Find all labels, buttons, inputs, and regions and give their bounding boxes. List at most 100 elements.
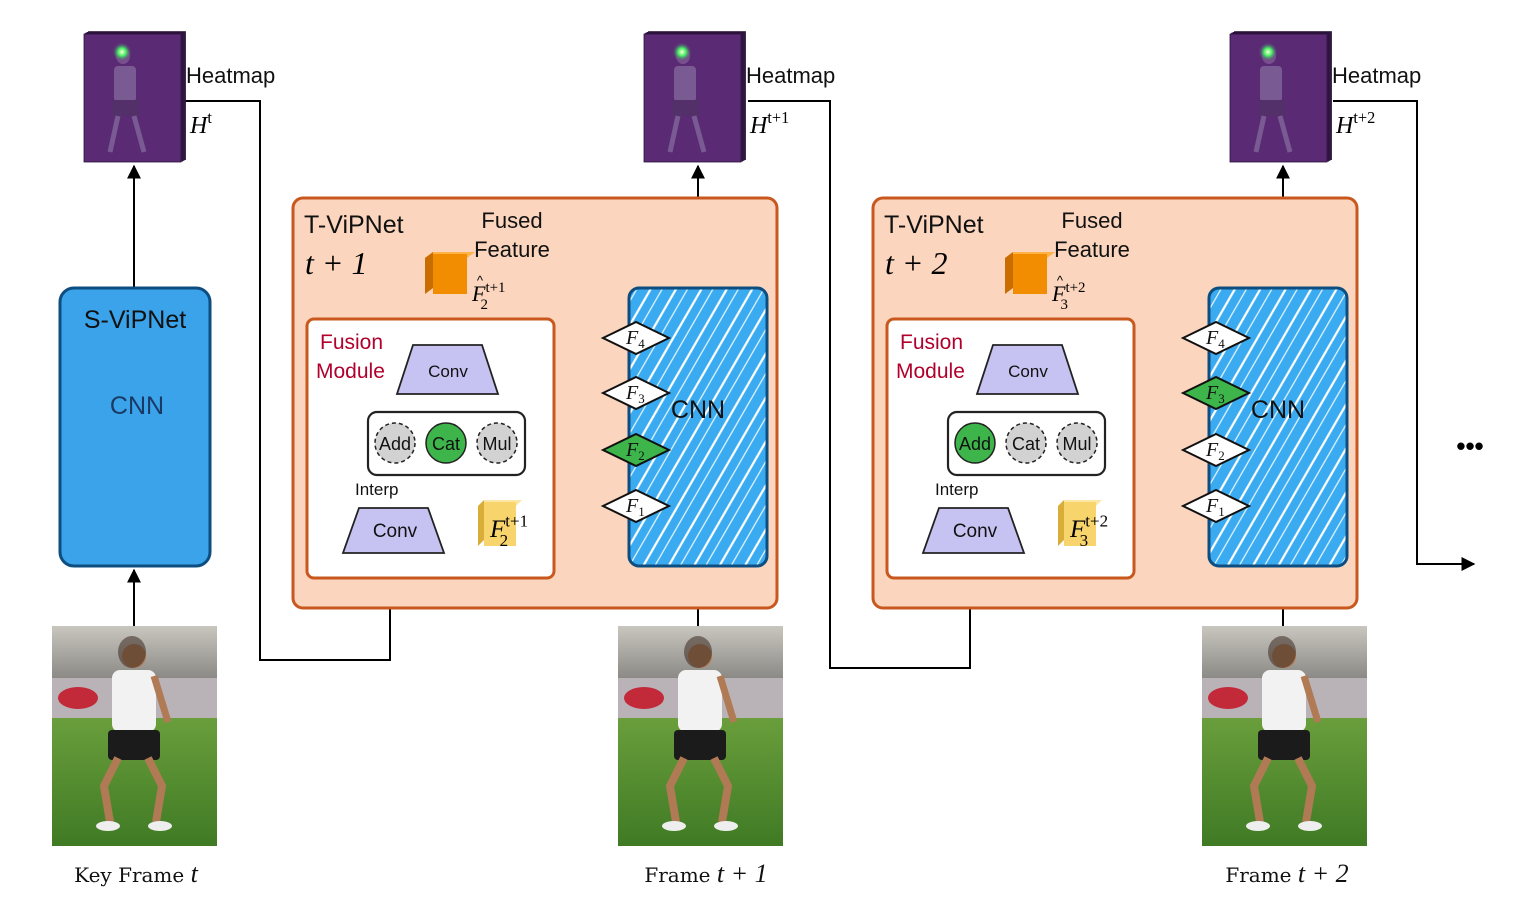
diamond-f4	[1180, 320, 1252, 356]
feature-cube-side	[1058, 500, 1064, 546]
fusion-module-label-line2: Module	[316, 360, 385, 383]
frame-person-shoe-right	[148, 821, 172, 831]
frame-person-leg-right	[1294, 756, 1317, 823]
heatmap0-to-conv-arrow	[181, 100, 397, 661]
frame-person-hair	[1268, 636, 1296, 668]
diamond-f4-label: F4	[625, 327, 645, 351]
diamond-f4-label: F4	[1205, 327, 1225, 351]
op-mul-label: Mul	[482, 434, 511, 454]
heatmap-peak	[1258, 42, 1278, 62]
frame-1: Frame t + 1	[618, 626, 783, 888]
svipnet-block: S-ViPNet CNN	[58, 286, 212, 568]
frame-caption: Key Frame t	[74, 859, 198, 888]
feature-level-f2: F2	[1180, 432, 1252, 468]
fused-label-line1: Fused	[1061, 208, 1122, 233]
fused-cube-side	[1005, 252, 1013, 294]
diamond-f2	[600, 432, 672, 468]
fused-cube-side	[425, 252, 433, 294]
diamond-f1-label: F1	[625, 495, 645, 519]
svipnet-box	[58, 286, 212, 568]
heatmap-label: Heatmap	[1332, 63, 1421, 88]
svipnet-title: S-ViPNet	[84, 306, 186, 334]
fused-label-line1: Fused	[481, 208, 542, 233]
cnn-column	[627, 286, 769, 568]
frame-person-leg-right	[710, 756, 733, 823]
feature-level-f1: F1	[600, 488, 672, 524]
heatmap2-out-arrow	[1333, 100, 1476, 571]
feature-level-f4: F4	[1180, 320, 1252, 356]
frame-person-leg-left	[99, 756, 122, 823]
feature-level-f2: F2	[600, 432, 672, 468]
conv-top	[975, 344, 1080, 395]
conv-bottom-label: Conv	[953, 521, 998, 542]
conv-bottom	[921, 507, 1026, 554]
frame-logo-shape	[624, 687, 664, 709]
fused-label-line2: Feature	[1054, 237, 1130, 262]
conv-top	[395, 344, 500, 395]
heatmap1-to-conv-arrow	[748, 100, 977, 669]
tvipnet-step: t + 2	[885, 245, 947, 281]
frames: Key Frame t Frame t + 1 Frame t + 2	[52, 626, 1367, 888]
frame-person-shirt	[678, 670, 722, 732]
heatmap-symbol: Ht+2	[1335, 108, 1375, 139]
tvipnet-title: T-ViPNet	[304, 211, 404, 239]
cnn-label: CNN	[1251, 396, 1305, 424]
frame-person-shorts	[674, 730, 726, 760]
heatmap-leg-right	[1277, 115, 1293, 153]
heatmap-leg-left	[1253, 115, 1267, 153]
heatmap-symbol: Ht	[189, 108, 212, 139]
diamond-f1-label: F1	[1205, 495, 1225, 519]
frame-caption: Frame t + 2	[1225, 859, 1348, 888]
feature-cube-side	[478, 500, 484, 546]
heatmap-torso-shape	[114, 66, 136, 102]
heatmap-leg-left	[667, 115, 681, 153]
fused-feature-cube	[433, 254, 467, 294]
diamond-f4	[600, 320, 672, 356]
op-cat	[425, 422, 467, 464]
fusion-module-label-line1: Fusion	[900, 331, 963, 354]
feature-cube	[484, 502, 516, 546]
frame-person-shoe-left	[96, 821, 120, 831]
conv-bottom	[341, 507, 446, 554]
op-add	[374, 422, 416, 464]
heatmap-leg-right	[131, 115, 147, 153]
diamond-f1	[1180, 488, 1252, 524]
op-mul-label: Mul	[1062, 434, 1091, 454]
diamond-f2-label: F2	[1205, 439, 1225, 463]
svipnet-cnn-label: CNN	[110, 392, 164, 420]
heatmap-shorts-shape	[1258, 100, 1286, 116]
frame-person-shoe-right	[1298, 821, 1322, 831]
frame-person-shirt	[112, 670, 156, 732]
frame-person-leg-right	[144, 756, 167, 823]
heatmap-shorts-shape	[112, 100, 140, 116]
op-add	[954, 422, 996, 464]
conv-bottom-label: Conv	[373, 521, 418, 542]
fused-feature-symbol-hat: ^	[1057, 273, 1064, 288]
fused-feature-symbol-hat: ^	[477, 273, 484, 288]
frame-logo-shape	[1208, 687, 1248, 709]
diamond-f3	[1180, 375, 1252, 411]
frame-person-arm	[1300, 674, 1322, 724]
conv-top-label: Conv	[1008, 362, 1048, 381]
heatmap-leg-right	[691, 115, 707, 153]
frame-caption: Frame t + 1	[644, 859, 767, 888]
heatmap-torso-shape	[674, 66, 696, 102]
cnn-label: CNN	[671, 396, 725, 424]
feature-level-f3: F3	[600, 375, 672, 411]
frame-person-hair	[118, 636, 146, 668]
frame-person-leg-left	[1249, 756, 1272, 823]
feature-level-f3: F3	[1180, 375, 1252, 411]
heatmap-leg-left	[107, 115, 121, 153]
diamond-f3	[600, 375, 672, 411]
frame-person-hair	[684, 636, 712, 668]
op-cat-label: Cat	[432, 434, 460, 454]
